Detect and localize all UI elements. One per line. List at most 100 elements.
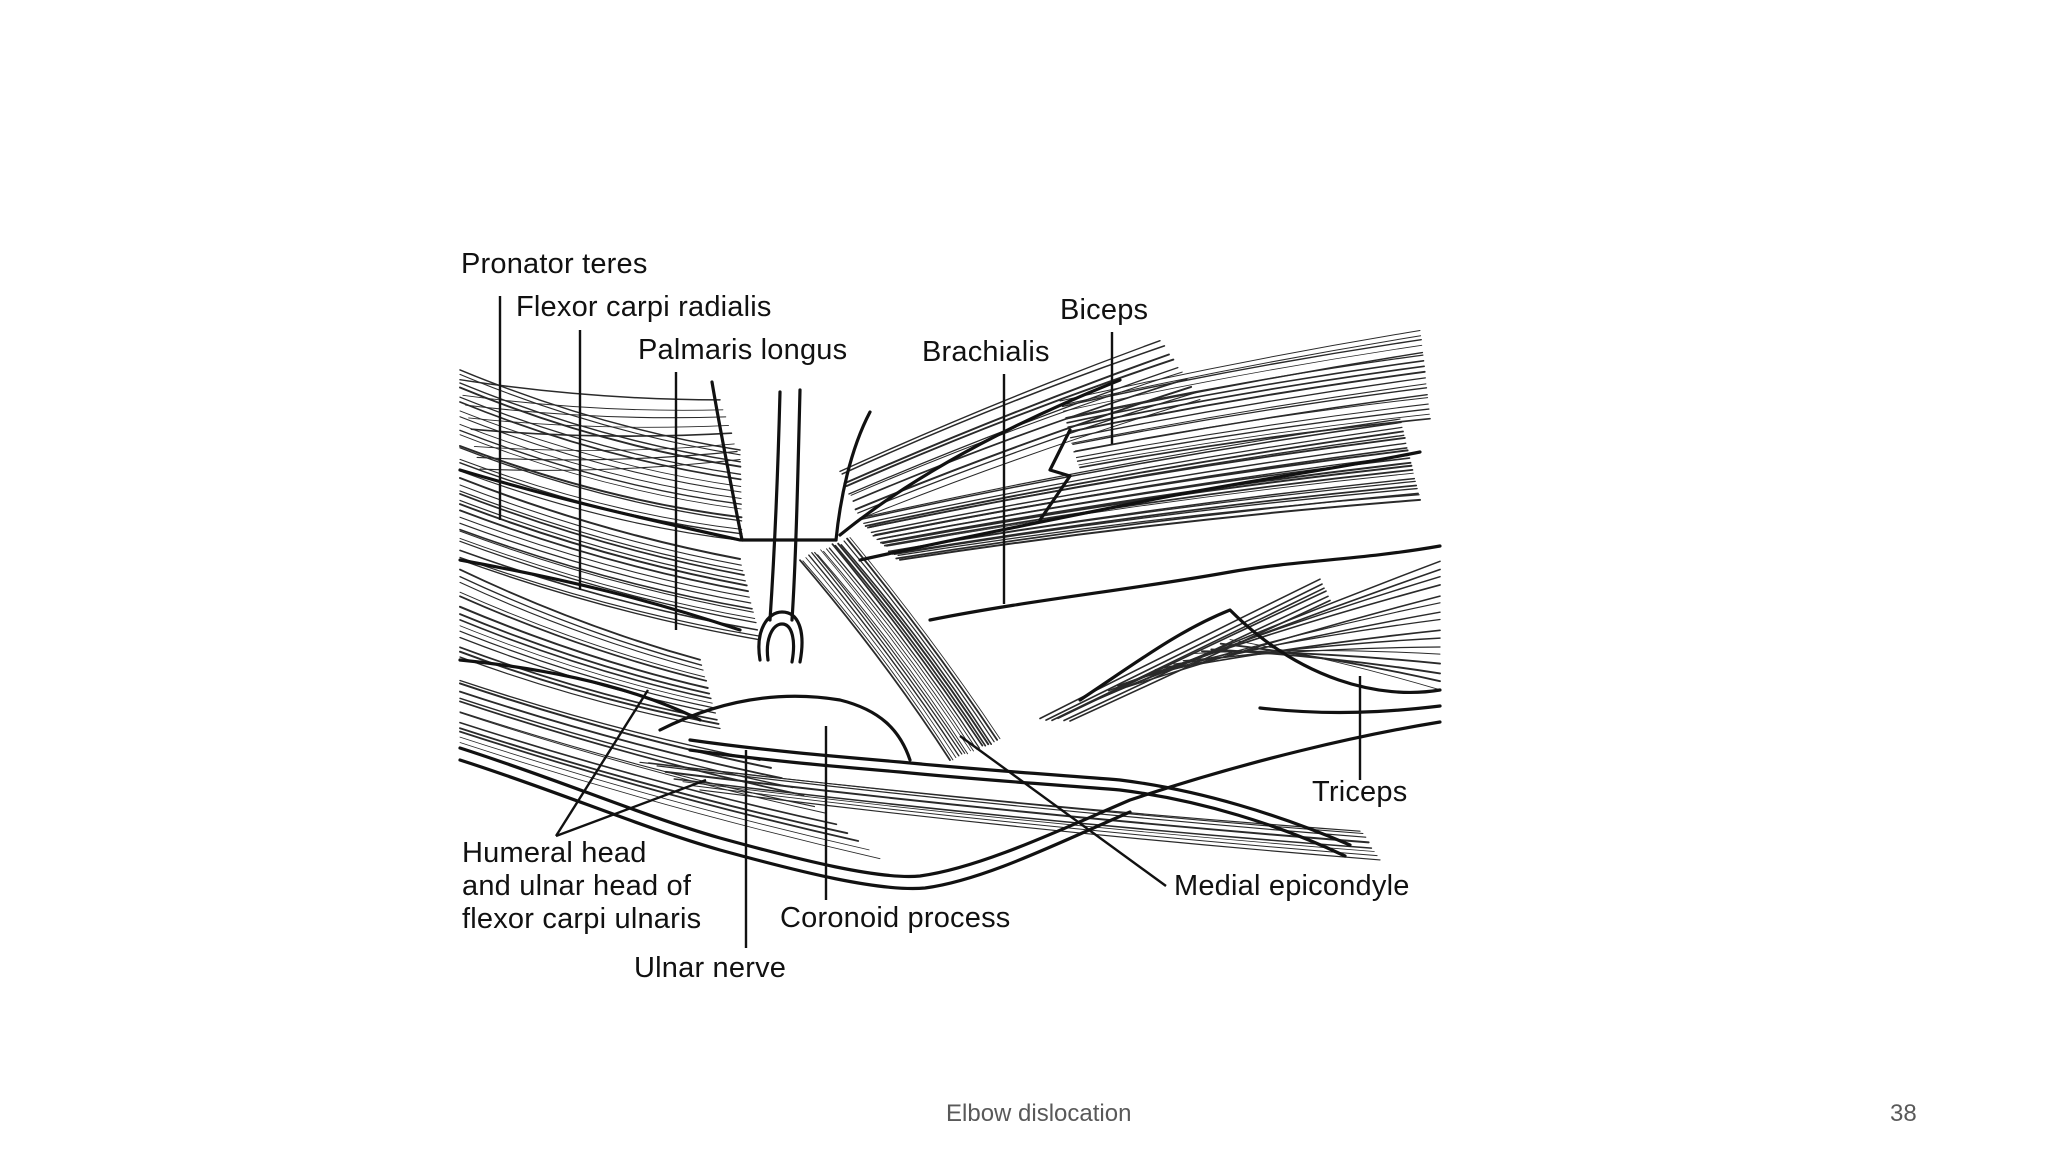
fiber-stroke	[459, 516, 750, 598]
label-medial-epicondyle: Medial epicondyle	[1174, 870, 1410, 902]
fiber-stroke	[459, 528, 753, 610]
fiber-stroke	[826, 548, 977, 750]
fiber-stroke	[1078, 413, 1430, 466]
fiber-stroke	[459, 499, 746, 582]
fiber-stroke	[459, 503, 748, 587]
label-pronator-teres: Pronator teres	[461, 248, 648, 280]
fiber-stroke	[1039, 578, 1321, 720]
fiber-stroke	[1069, 599, 1331, 722]
fiber-stroke	[817, 554, 969, 755]
fiber-stroke	[459, 423, 742, 499]
fiber-stroke	[899, 498, 1421, 561]
fiber-stroke	[1045, 583, 1323, 721]
fiber-stroke	[459, 736, 870, 851]
label-brachialis: Brachialis	[922, 336, 1050, 368]
fiber-stroke	[465, 404, 727, 419]
fiber-stroke	[1079, 417, 1431, 469]
fiber-stroke	[648, 762, 1364, 835]
fiber-stroke	[656, 765, 1367, 838]
fiber-stroke	[834, 544, 987, 747]
fiber-stroke	[459, 373, 741, 456]
fiber-stroke	[802, 560, 954, 761]
fiber-stroke	[459, 656, 721, 730]
fiber-stroke	[891, 484, 1418, 555]
fiber-stroke	[459, 445, 743, 519]
label-ulnar-nerve: Ulnar nerve	[634, 952, 787, 984]
fiber-stroke	[850, 371, 1183, 496]
fiber-stroke	[459, 697, 794, 789]
fiber-stroke	[861, 421, 1402, 520]
fiber-stroke	[1076, 408, 1430, 462]
label-coronoid-process: Coronoid process	[780, 902, 1011, 934]
fiber-stroke	[849, 537, 1001, 740]
label-flexor-carpi-ulnaris: Humeral head and ulnar head of flexor ca…	[462, 837, 702, 935]
slide-number: 38	[1890, 1100, 1917, 1127]
fiber-stroke	[459, 537, 756, 619]
label-biceps: Biceps	[1060, 294, 1149, 326]
fiber-stroke	[870, 442, 1407, 534]
fiber-stroke	[459, 396, 742, 475]
fiber-stroke	[1059, 330, 1421, 402]
fiber-stroke	[459, 595, 708, 682]
fiber-stroke	[459, 484, 742, 566]
fiber-stroke	[682, 781, 1375, 852]
label-palmaris-longus: Palmaris longus	[638, 334, 848, 366]
fiber-stroke	[459, 429, 742, 505]
fiber-stroke	[837, 542, 990, 746]
fiber-stroke	[811, 552, 963, 755]
fiber-stroke	[843, 353, 1170, 485]
fiber-stroke	[459, 401, 742, 481]
fiber-stroke	[459, 619, 712, 700]
fiber-stroke	[841, 345, 1166, 475]
fiber-stroke	[459, 742, 881, 860]
fiber-stroke	[479, 458, 741, 471]
fiber-stroke	[831, 543, 984, 747]
fiber-stroke	[459, 727, 849, 835]
fiber-stroke	[863, 426, 1403, 525]
fiber-stroke	[459, 477, 741, 560]
fiber-stroke	[823, 550, 974, 752]
fiber-stroke	[459, 568, 701, 661]
fiber-stroke	[459, 605, 709, 689]
fiber-stroke	[459, 382, 742, 463]
fiber-stroke	[808, 554, 960, 757]
fiber-stroke	[1173, 637, 1441, 665]
fiber-stroke	[886, 472, 1414, 547]
label-triceps: Triceps	[1312, 776, 1408, 808]
fiber-stroke	[846, 537, 999, 741]
fiber-stroke	[893, 487, 1418, 555]
fiber-stroke	[814, 551, 966, 754]
leader-lines	[498, 296, 1362, 948]
fiber-stroke	[1069, 377, 1426, 439]
fiber-stroke	[843, 540, 995, 743]
fiber-stroke	[473, 443, 735, 451]
fiber-stroke	[470, 428, 733, 437]
fiber-stroke	[799, 559, 951, 761]
fiber-stroke	[857, 392, 1197, 514]
muscle-outlines	[458, 378, 1442, 891]
fiber-stroke	[1071, 383, 1427, 444]
fiber-stroke	[462, 394, 724, 411]
fiber-stroke	[852, 378, 1188, 502]
fiber-stroke	[459, 712, 826, 814]
leader-fcu-humeral-head	[554, 689, 650, 837]
fiber-stroke	[1210, 648, 1441, 675]
fiber-stroke	[459, 730, 860, 842]
fiber-stroke	[1074, 397, 1429, 452]
fiber-stroke	[883, 469, 1414, 547]
fiber-stroke	[1060, 335, 1422, 406]
fiber-stroke	[459, 625, 713, 704]
fiber-stroke	[673, 778, 1373, 849]
fiber-stroke	[1057, 590, 1327, 720]
fiber-stroke	[459, 378, 721, 401]
fiber-stroke	[459, 700, 805, 797]
fiber-stroke	[459, 711, 816, 808]
leader-fcu-ulnar-head	[555, 778, 707, 838]
fiber-stroke	[897, 494, 1420, 557]
fiber-stroke	[468, 417, 730, 428]
fiber-stroke	[699, 789, 1381, 861]
fiber-stroke	[476, 450, 738, 461]
fiber-stroke	[459, 591, 706, 678]
